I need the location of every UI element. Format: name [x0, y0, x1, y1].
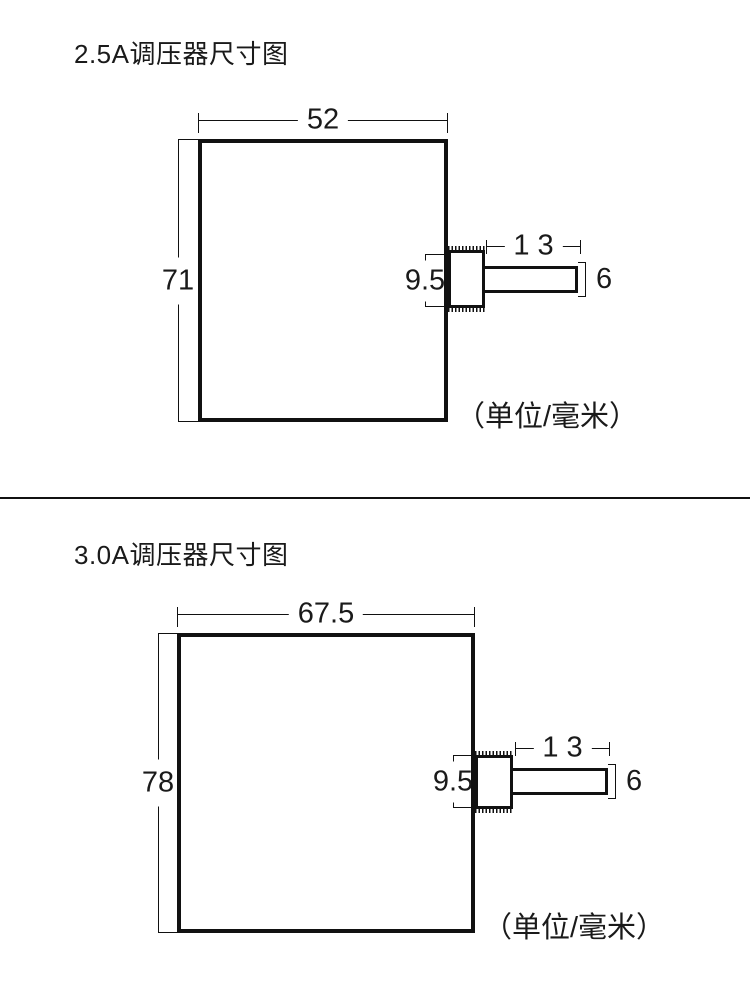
width-dimension-label: 52	[297, 103, 349, 137]
section-divider	[0, 497, 750, 499]
dimension-tick	[486, 240, 487, 254]
height-dimension-label: 78	[139, 759, 177, 807]
pin-length-label: 1 3	[504, 229, 563, 263]
unit-note: （单位/毫米）	[456, 401, 639, 433]
dimension-tick	[580, 240, 581, 254]
regulator-body-outline	[198, 139, 448, 422]
plug-knurl-bottom	[475, 809, 513, 813]
pin-length-label: 1 3	[533, 731, 592, 765]
plug-pin	[510, 768, 608, 795]
pin-height-label: 6	[596, 263, 613, 295]
dimension-tick	[474, 607, 475, 627]
dimension-tick	[578, 262, 586, 263]
dimension-tick	[608, 798, 616, 799]
plug-block	[448, 250, 485, 308]
width-dimension-label: 67.5	[288, 597, 364, 631]
dimension-tick	[425, 306, 448, 307]
diagram-25a-section: 2.5A调压器尺寸图 52 71 1 3	[0, 0, 750, 497]
dimension-tick	[515, 742, 516, 756]
unit-note: （单位/毫米）	[483, 912, 666, 944]
plug-height-dimension: 9.5	[429, 755, 477, 808]
dimension-tick	[425, 254, 448, 255]
plug-knurl-bottom	[448, 308, 485, 312]
dimension-tick	[178, 421, 199, 422]
height-dimension-label: 71	[159, 257, 197, 304]
dimension-tick	[178, 139, 199, 140]
dimension-tick	[453, 807, 475, 808]
plug-height-label: 9.5	[429, 761, 477, 802]
plug-pin	[482, 266, 578, 293]
pin-height-label: 6	[626, 765, 643, 797]
dimension-tick	[608, 764, 616, 765]
dimension-line	[615, 764, 616, 799]
plug-block	[475, 755, 513, 809]
plug-knurl-top	[448, 246, 485, 250]
dimension-tick	[578, 296, 586, 297]
pin-height-dimension	[608, 764, 616, 799]
dimension-tick	[198, 113, 199, 133]
pin-height-dimension	[578, 262, 586, 297]
diagram-title: 2.5A调压器尺寸图	[74, 39, 289, 69]
dimension-line	[585, 262, 586, 297]
regulator-body-outline	[177, 633, 475, 933]
diagram-title: 3.0A调压器尺寸图	[74, 540, 289, 570]
dimension-tick	[158, 932, 179, 933]
diagram-30a-section: 3.0A调压器尺寸图 67.5 78 1 3	[0, 499, 750, 1000]
dimension-tick	[453, 755, 475, 756]
plug-height-dimension: 9.5	[401, 254, 449, 307]
dimension-tick	[447, 113, 448, 133]
plug-knurl-top	[475, 751, 513, 755]
dimension-tick	[177, 607, 178, 627]
dimension-tick	[609, 742, 610, 756]
plug-height-label: 9.5	[401, 260, 449, 301]
dimension-tick	[158, 633, 179, 634]
